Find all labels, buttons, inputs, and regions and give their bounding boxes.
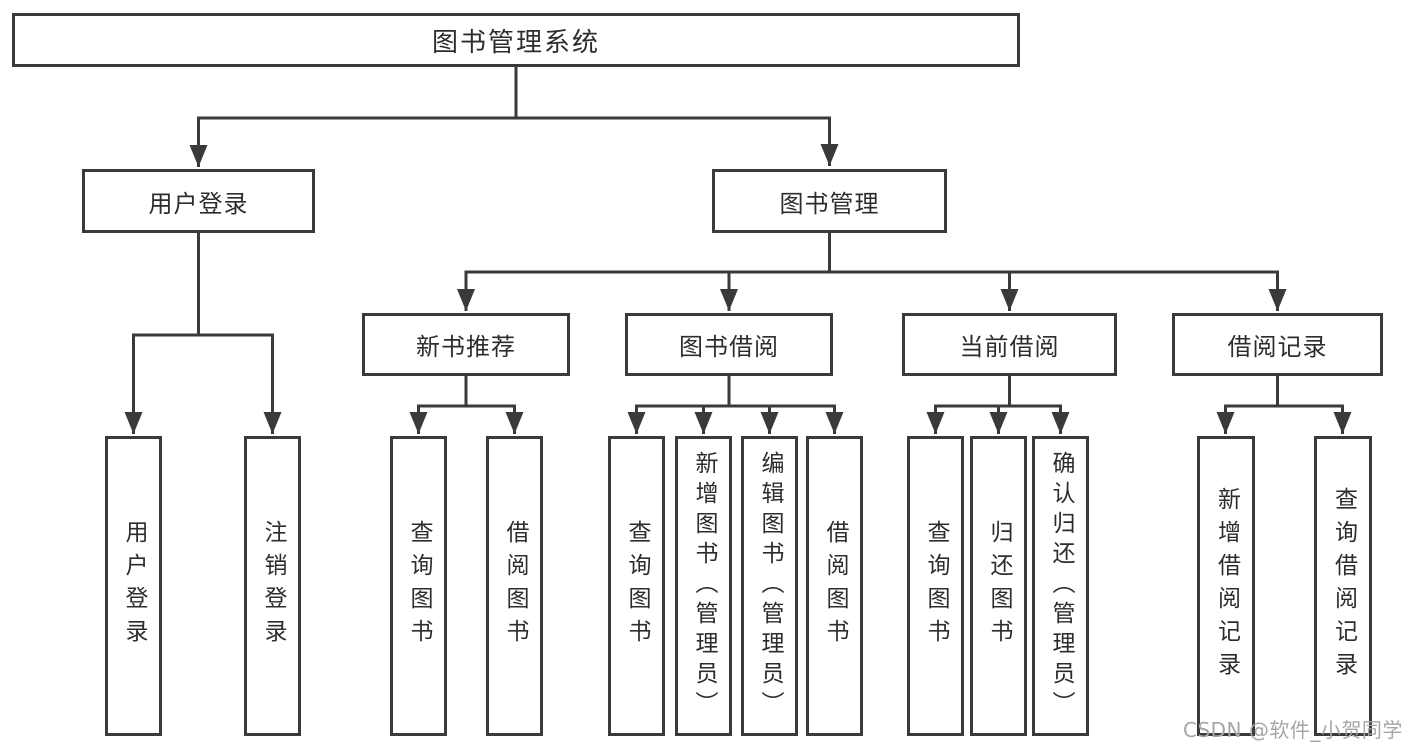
node-library-management-system: 图书管理系统 — [12, 13, 1020, 67]
node-label: 查询图书 — [923, 520, 949, 652]
edges-current-borrow — [926, 376, 1070, 434]
node-user-login: 用户登录 — [82, 169, 315, 233]
edges-book-management — [457, 233, 1287, 311]
leaf-current-return-books: 归还图书 — [970, 436, 1027, 736]
node-book-borrow: 图书借阅 — [625, 313, 833, 376]
edges-borrow-records — [1216, 376, 1352, 434]
leaf-logout-login: 注销登录 — [244, 436, 301, 736]
node-borrow-records: 借阅记录 — [1172, 313, 1383, 376]
edges-user-login — [124, 233, 282, 434]
leaf-borrow-borrow-books: 借阅图书 — [806, 436, 863, 736]
node-label: 图书借阅 — [679, 333, 779, 361]
node-label: 借阅记录 — [1227, 333, 1328, 361]
leaf-records-query-record: 查询借阅记录 — [1314, 436, 1372, 736]
node-book-management: 图书管理 — [712, 169, 947, 233]
leaf-borrow-add-books-admin: 新增图书（管理员） — [675, 436, 732, 736]
leaf-records-add-record: 新增借阅记录 — [1197, 436, 1255, 736]
leaf-user-login: 用户登录 — [105, 436, 162, 736]
node-label: 用户登录 — [148, 189, 249, 218]
node-label: 借阅图书 — [502, 520, 528, 652]
node-label: 借阅图书 — [822, 520, 848, 652]
node-label: 查询借阅记录 — [1330, 487, 1357, 685]
leaf-current-query-books: 查询图书 — [907, 436, 964, 736]
node-label: 编辑图书（管理员） — [757, 451, 783, 721]
node-label: 图书管理系统 — [431, 27, 600, 58]
node-label: 新书推荐 — [416, 333, 516, 361]
node-label: 查询图书 — [406, 520, 432, 652]
node-label: 注销登录 — [260, 520, 286, 652]
leaf-current-confirm-return-admin: 确认归还（管理员） — [1032, 436, 1089, 736]
node-label: 图书管理 — [779, 189, 880, 218]
node-label: 新增图书（管理员） — [691, 451, 717, 721]
node-label: 用户登录 — [121, 520, 147, 652]
leaf-newrec-query-books: 查询图书 — [390, 436, 447, 736]
leaf-borrow-edit-books-admin: 编辑图书（管理员） — [741, 436, 798, 736]
node-label: 确认归还（管理员） — [1048, 451, 1074, 721]
node-label: 当前借阅 — [959, 333, 1060, 361]
leaf-borrow-query-books: 查询图书 — [608, 436, 665, 736]
node-new-book-recommend: 新书推荐 — [362, 313, 570, 376]
node-label: 查询图书 — [624, 520, 650, 652]
node-label: 新增借阅记录 — [1213, 487, 1240, 685]
csdn-watermark: CSDN @软件_小贺同学 — [1183, 718, 1403, 742]
edges-book-borrow — [627, 376, 844, 434]
edges-root — [189, 67, 839, 167]
leaf-newrec-borrow-books: 借阅图书 — [486, 436, 543, 736]
edges-new-book-recommend — [409, 376, 524, 434]
node-current-borrow: 当前借阅 — [902, 313, 1117, 376]
node-label: 归还图书 — [986, 520, 1012, 652]
